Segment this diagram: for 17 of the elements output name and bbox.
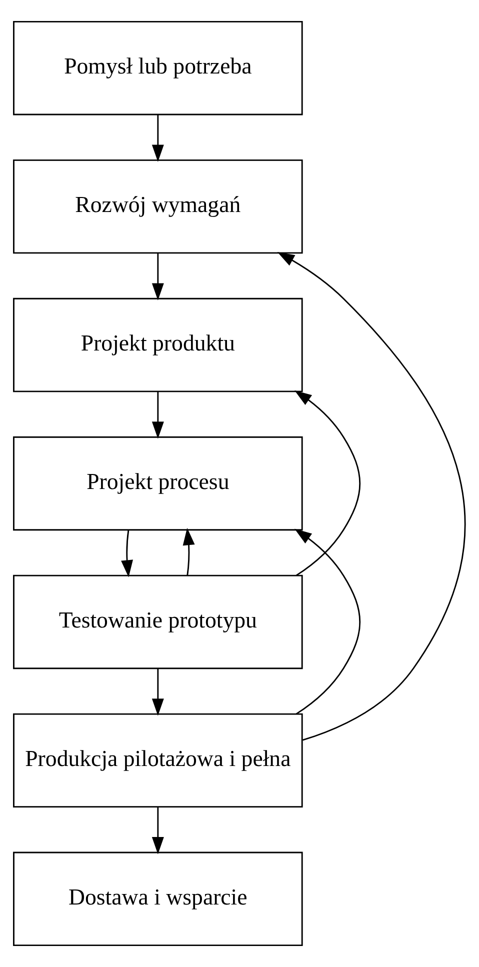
arrow — [152, 807, 164, 854]
node-box: Rozwój wymagań — [13, 159, 303, 254]
node-box: Projekt produktu — [13, 298, 303, 392]
arrow — [152, 114, 164, 162]
arrow — [294, 390, 361, 576]
arrow — [121, 530, 133, 578]
node-box: Dostawa i wsparcie — [13, 852, 303, 946]
arrow — [152, 253, 164, 300]
node-box: Testowanie prototypu — [13, 574, 303, 670]
arrow — [182, 528, 195, 576]
node-box: Projekt procesu — [13, 436, 303, 531]
node-box: Produkcja pilotażowa i pełna — [13, 713, 303, 808]
arrow — [294, 528, 361, 715]
arrow — [277, 252, 466, 741]
node-box: Pomysł lub potrzeba — [13, 21, 303, 116]
arrow — [152, 392, 164, 439]
arrow — [152, 668, 164, 716]
